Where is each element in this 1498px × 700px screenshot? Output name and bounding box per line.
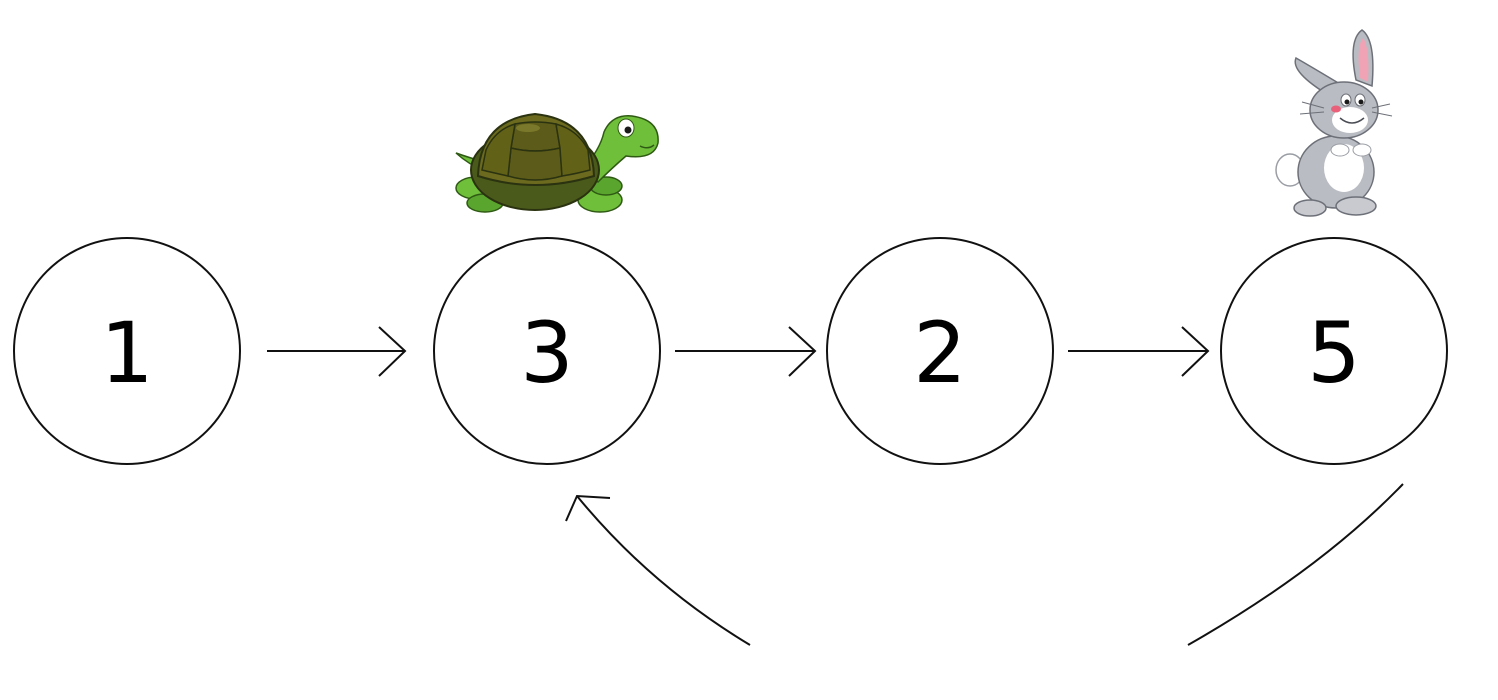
turtle-icon	[455, 112, 659, 213]
node-2-circle	[826, 237, 1054, 465]
node-1-circle	[13, 237, 241, 465]
node-1: 1	[13, 237, 241, 465]
edge-1-to-3-arrowhead	[378, 326, 407, 377]
node-2-label: 2	[913, 304, 966, 402]
edge-3-to-2	[675, 326, 817, 377]
rabbit-icon	[1275, 29, 1393, 217]
edge-1-to-3	[267, 326, 407, 377]
edge-5-to-3-arrowhead	[565, 494, 611, 522]
node-5-label: 5	[1307, 304, 1360, 402]
edge-5-to-3-right-curve	[1187, 483, 1404, 646]
edge-3-to-2-arrowhead	[788, 326, 817, 377]
bottom-mask	[0, 646, 1498, 700]
node-3-label: 3	[520, 304, 573, 402]
edge-2-to-5	[1068, 326, 1210, 377]
node-3: 3	[433, 237, 661, 465]
edge-2-to-5-arrowhead	[1181, 326, 1210, 377]
node-2: 2	[826, 237, 1054, 465]
edge-5-to-3-left-curve	[576, 495, 751, 646]
node-5-circle	[1220, 237, 1448, 465]
node-1-label: 1	[100, 304, 153, 402]
edge-5-to-3	[565, 483, 1404, 646]
node-3-circle	[433, 237, 661, 465]
node-5: 5	[1220, 237, 1448, 465]
